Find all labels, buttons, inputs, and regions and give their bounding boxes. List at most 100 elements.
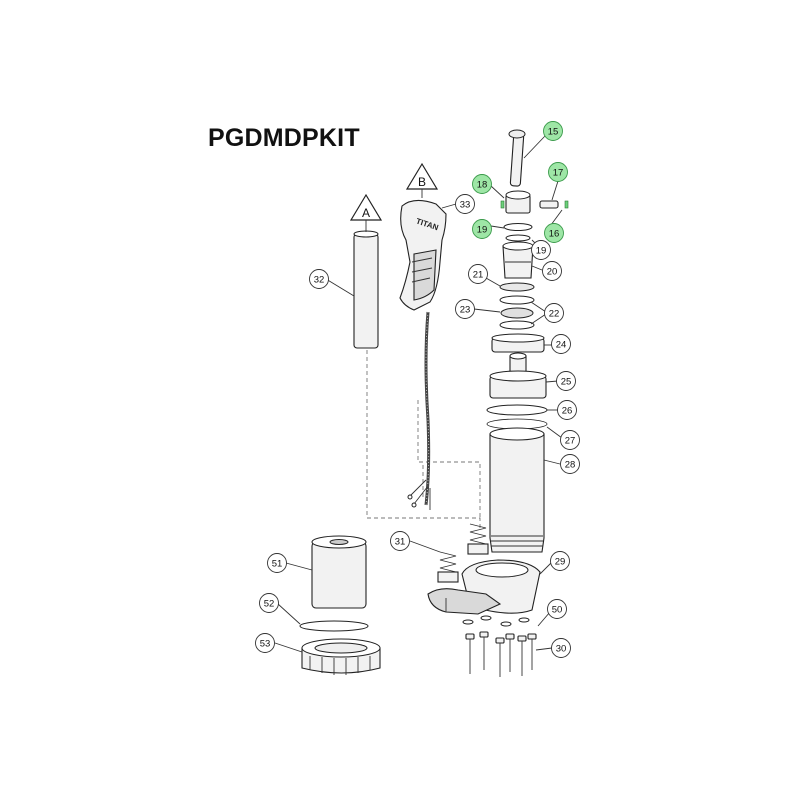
callout-16: 16 [544,223,564,243]
callout-label: 21 [473,270,484,281]
callout-label: 32 [314,275,325,286]
callout-circle [543,121,563,141]
callout-18: 18 [472,174,492,194]
callout-circle [556,371,576,391]
callout-27: 27 [560,430,580,450]
callout-label: 29 [555,557,566,568]
part-ring-24 [491,333,545,353]
part-rod [508,129,526,187]
callout-19: 19 [531,240,551,260]
callout-label: 31 [395,537,406,548]
callout-label: 15 [548,127,559,138]
callout-circle [472,219,492,239]
callout-label: 25 [561,377,572,388]
part-rod-cap [505,190,531,214]
callout-51: 51 [267,553,287,573]
callout-circle [468,264,488,284]
callout-label: 28 [565,460,576,471]
callout-15: 15 [543,121,563,141]
callout-32: 32 [309,269,329,289]
part-washer-21 [499,282,535,292]
callout-circle [390,531,410,551]
callout-label: 23 [460,305,471,316]
view-marker-b: B [405,162,439,198]
callout-label: 26 [562,406,573,417]
part-washers-50 [462,615,530,627]
callout-20: 20 [542,261,562,281]
page-title: PGDMDPKIT [208,124,360,152]
callout-circle [472,174,492,194]
callout-label: 22 [549,309,560,320]
callout-circle [560,454,580,474]
callout-circle [309,269,329,289]
callout-label: 19 [536,246,547,257]
callout-label: 20 [547,267,558,278]
callout-circle [557,400,577,420]
part-nut-52 [301,638,381,675]
part-bushing [502,241,534,279]
callout-30: 30 [551,638,571,658]
view-marker-a-letter: A [362,206,370,220]
part-base-29 [427,559,541,615]
callout-circle [531,240,551,260]
part-orings-top [503,223,533,242]
part-small-clips [500,200,569,209]
part-bolts-30 [465,631,537,677]
callout-23: 23 [455,299,475,319]
part-pump-head [489,352,547,399]
part-spray-handle: TITAN [399,199,447,510]
callout-label: 16 [549,229,560,240]
callout-17: 17 [548,162,568,182]
callout-52: 52 [259,593,279,613]
callout-25: 25 [556,371,576,391]
callout-label: 27 [565,436,576,447]
callout-21: 21 [468,264,488,284]
callout-circle [551,334,571,354]
callout-28: 28 [560,454,580,474]
callout-circle [455,299,475,319]
view-marker-a: A [349,193,383,232]
callout-label: 19 [477,225,488,236]
callout-26: 26 [557,400,577,420]
callout-22: 22 [544,303,564,323]
callout-circle [547,599,567,619]
callout-label: 30 [556,644,567,655]
assembly-guide-lines [366,350,481,528]
part-tube [353,230,379,349]
callout-24: 24 [551,334,571,354]
callout-circle [551,638,571,658]
callout-53: 53 [255,633,275,653]
callout-label: 18 [477,180,488,191]
callout-circle [267,553,287,573]
callout-19: 19 [472,219,492,239]
callout-circle [455,194,475,214]
part-cylinder [489,427,545,553]
callout-circle [542,261,562,281]
part-gasket-26 [486,404,548,416]
callout-label: 51 [272,559,283,570]
callout-circle [548,162,568,182]
callout-circle [544,303,564,323]
callout-label: 17 [553,168,564,179]
callout-circle [550,551,570,571]
callout-label: 52 [264,599,275,610]
callout-circle [259,593,279,613]
part-filter-cup-51 [311,535,367,609]
callout-31: 31 [390,531,410,551]
part-oring-53 [299,620,369,632]
callout-label: 33 [460,200,471,211]
callout-circle [560,430,580,450]
callout-circle [544,223,564,243]
part-springs-31 [437,523,489,583]
callout-label: 53 [260,639,271,650]
callout-29: 29 [550,551,570,571]
part-pin [539,200,559,209]
callout-50: 50 [547,599,567,619]
callout-label: 24 [556,340,567,351]
callout-label: 50 [552,605,563,616]
callout-circle [255,633,275,653]
view-marker-b-letter: B [418,175,426,189]
part-seal-stack [499,295,535,330]
